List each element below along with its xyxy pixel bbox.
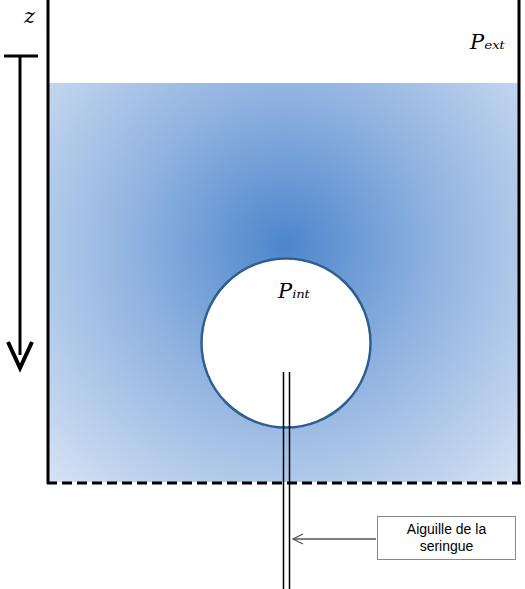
- beaker-wall: [518, 0, 521, 484]
- pressure-label: Pₑₓₜ: [470, 30, 505, 54]
- gas-bubble: Pᵢₙₜ: [200, 257, 372, 429]
- axis-label: z: [24, 4, 35, 28]
- callout-text: Aiguille de la seringue: [384, 521, 509, 555]
- leader-line: [293, 538, 376, 539]
- beaker-wall: [47, 0, 50, 484]
- z-axis: [19, 56, 22, 355]
- callout-box: Aiguille de la seringue: [377, 516, 516, 560]
- dashed-bottom: [47, 482, 521, 485]
- liquid: [49, 83, 518, 482]
- pressure-label: Pᵢₙₜ: [278, 279, 310, 303]
- z-arrowhead: [8, 342, 32, 368]
